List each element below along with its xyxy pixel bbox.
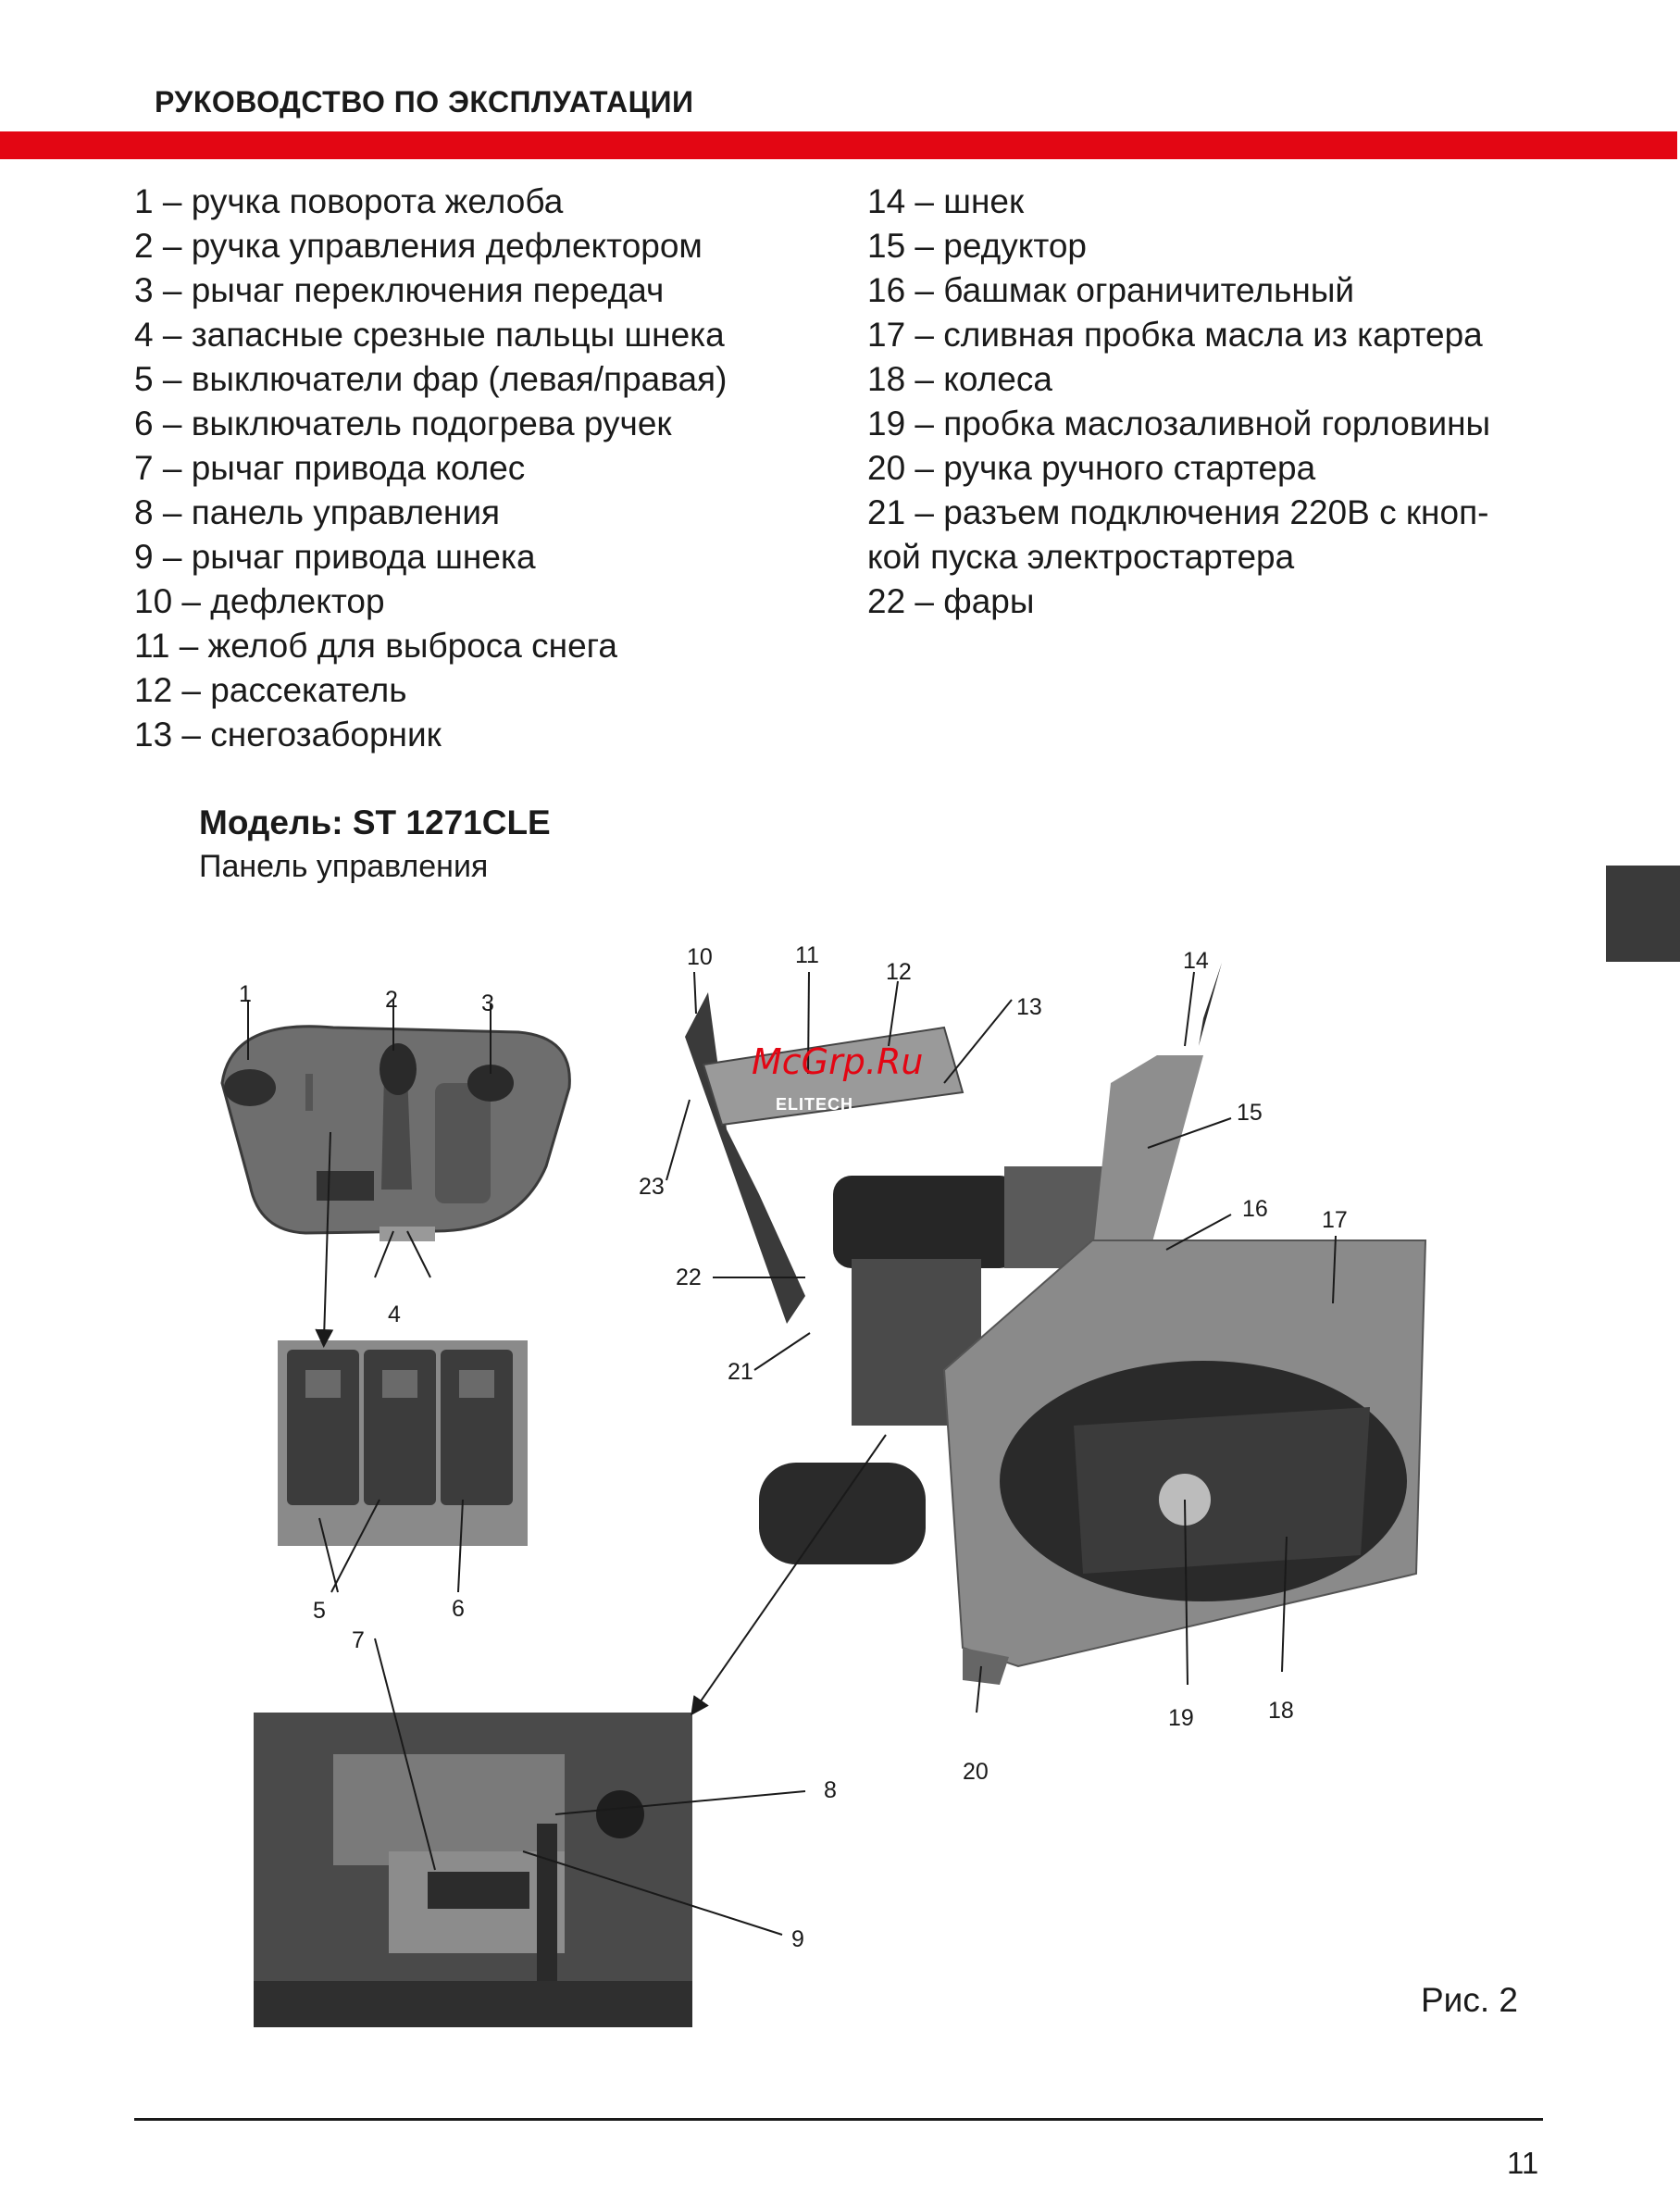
footer-rule	[134, 2118, 1543, 2121]
legend-item: 17 – сливная пробка масла из картера	[867, 316, 1483, 354]
header-title: РУКОВОДСТВО ПО ЭКСПЛУАТАЦИИ	[155, 85, 694, 118]
callout-21: 21	[728, 1359, 753, 1385]
callout-12: 12	[886, 959, 912, 985]
callout-3: 3	[481, 990, 494, 1016]
legend-item: 16 – башмак ограничительный	[867, 271, 1355, 309]
callout-19: 19	[1168, 1705, 1194, 1731]
figure-caption: Рис. 2	[1421, 1981, 1518, 2019]
legend-item: 7 – рычаг привода колес	[134, 449, 526, 487]
legend-item: 4 – запасные срезные пальцы шнека	[134, 316, 725, 354]
legend-item: 1 – ручка поворота желоба	[134, 182, 564, 220]
legend-item: 15 – редуктор	[867, 227, 1088, 265]
callout-1: 1	[239, 981, 252, 1007]
model-subtitle: Панель управления	[199, 849, 489, 884]
page-number: 11	[1507, 2146, 1539, 2180]
header-red-bar	[0, 131, 1677, 159]
figure-2: 1 2 3 4 5 6 7 8 9 10 11 12 13 14 15 16 1…	[0, 889, 1680, 2046]
snow-blower-illustration	[685, 963, 1427, 1685]
section-tab	[1606, 866, 1680, 962]
switches-inset	[278, 1340, 528, 1546]
callout-16: 16	[1242, 1196, 1268, 1222]
control-panel-illustration	[220, 1025, 571, 1241]
callout-13: 13	[1016, 994, 1042, 1020]
callout-7: 7	[352, 1627, 365, 1653]
callout-8: 8	[824, 1777, 837, 1803]
legend-item: 13 – снегозаборник	[134, 716, 442, 754]
legend-item: 5 – выключатели фар (левая/правая)	[134, 360, 728, 398]
legend-left-column: 1 – ручка поворота желоба 2 – ручка упра…	[134, 180, 838, 757]
legend-item: 20 – ручка ручного стартера	[867, 449, 1316, 487]
legend-item: 2 – ручка управления дефлектором	[134, 227, 703, 265]
callout-5: 5	[313, 1598, 326, 1624]
callout-23: 23	[639, 1174, 665, 1200]
legend-item: 21 – разъем подключения 220В с кноп-	[867, 493, 1489, 531]
callout-15: 15	[1237, 1100, 1263, 1126]
legend-item: 10 – дефлектор	[134, 582, 385, 620]
legend-item: 3 – рычаг переключения передач	[134, 271, 665, 309]
callout-10: 10	[687, 944, 713, 970]
callout-18: 18	[1268, 1698, 1294, 1724]
callout-22: 22	[676, 1264, 702, 1290]
figure-illustration	[220, 963, 1427, 2027]
legend-item: 11 – желоб для выброса снега	[134, 627, 617, 665]
legend-item: 8 – панель управления	[134, 493, 501, 531]
legend-item: 9 – рычаг привода шнека	[134, 538, 536, 576]
legend-right-column: 14 – шнек 15 – редуктор 16 – башмак огра…	[867, 180, 1571, 624]
legend-item: кой пуска электростартера	[867, 538, 1295, 576]
model-title: Модель: ST 1271CLE	[199, 804, 551, 841]
callout-2: 2	[385, 987, 398, 1013]
legend-item: 6 – выключатель подогрева ручек	[134, 405, 672, 442]
watermark: McGrp.Ru	[752, 1041, 924, 1082]
drive-levers-inset	[254, 1713, 692, 2027]
legend-item: 19 – пробка маслозаливной горловины	[867, 405, 1491, 442]
legend-item: 22 – фары	[867, 582, 1035, 620]
callout-9: 9	[791, 1926, 804, 1952]
legend-item: 14 – шнек	[867, 182, 1025, 220]
callout-14: 14	[1183, 948, 1209, 974]
callout-20: 20	[963, 1759, 989, 1785]
machine-brand-label: ELITECH	[776, 1095, 854, 1114]
callout-11: 11	[795, 942, 819, 968]
callout-17: 17	[1322, 1207, 1348, 1233]
legend-item: 18 – колеса	[867, 360, 1052, 398]
legend-item: 12 – рассекатель	[134, 671, 407, 709]
callout-6: 6	[452, 1596, 465, 1622]
callout-4: 4	[388, 1302, 401, 1327]
leader-lines	[247, 971, 1337, 1936]
